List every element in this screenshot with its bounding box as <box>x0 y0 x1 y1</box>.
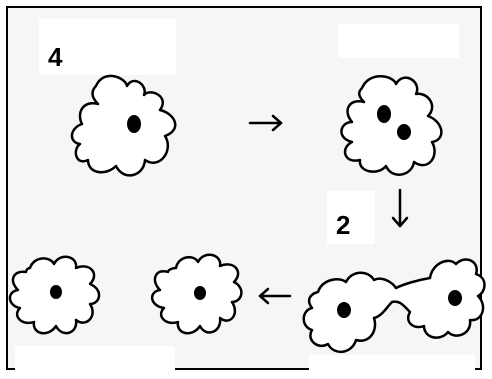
arrow-right-icon <box>248 114 283 132</box>
label-box-middle-right <box>327 191 375 244</box>
label-box-top-left <box>39 19 176 75</box>
nucleus <box>448 290 462 306</box>
amoeba-cell-dividing <box>302 258 486 353</box>
label-box-bottom-right <box>309 355 475 373</box>
arrow-down-icon <box>391 188 409 228</box>
amoeba-cell-single-nucleus <box>70 74 177 177</box>
amoeba-cell-two-nuclei <box>340 75 443 176</box>
nucleus <box>397 124 411 140</box>
stage-label-4: 4 <box>48 42 63 72</box>
nucleus <box>194 286 206 300</box>
nucleus <box>50 285 62 299</box>
nucleus <box>377 105 391 123</box>
stage-label-2: 2 <box>336 210 351 240</box>
label-box-top-right <box>338 24 459 58</box>
label-box-bottom-left <box>15 346 175 371</box>
arrow-left-icon <box>258 287 292 305</box>
nucleus <box>337 302 351 318</box>
nucleus <box>127 115 141 133</box>
